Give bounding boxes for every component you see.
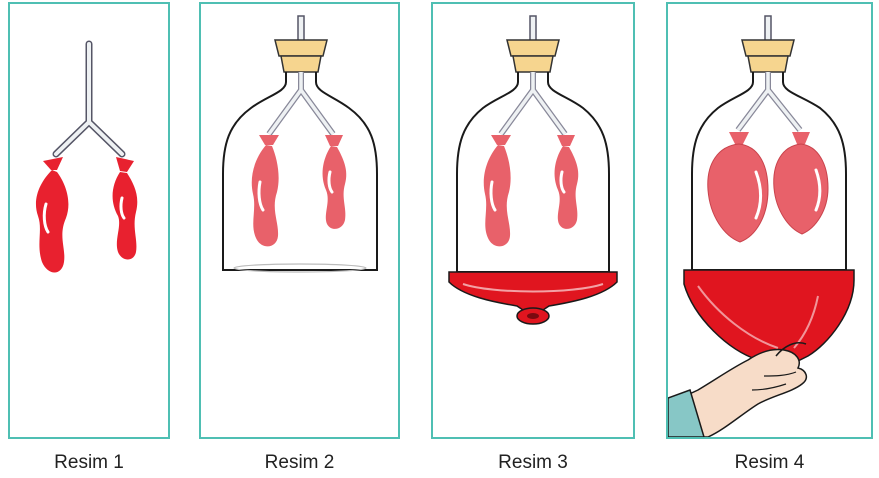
caption-resim-4: Resim 4 [734,452,805,473]
apparatus-bell-jar [222,15,378,273]
caption-resim-2: Resim 2 [264,452,335,473]
glass-tube-top [529,15,537,43]
y-tube [498,72,568,136]
y-tube [266,72,336,136]
right-balloon-deflated [112,157,138,260]
hand [668,342,808,437]
rubber-membrane-pulled [683,269,855,365]
right-balloon-deflated [322,135,347,229]
caption-resim-3: Resim 3 [498,452,568,473]
y-tube [735,72,803,132]
panel-resim-2 [199,2,400,439]
apparatus-bell-jar-pulled [668,15,855,437]
apparatus-y-tube [35,40,138,273]
cork-stopper [741,39,795,73]
y-tube [52,40,126,158]
cork-stopper [506,39,560,73]
caption-resim-1: Resim 1 [54,452,124,473]
right-balloon-deflated [554,135,579,229]
jar-outline [456,72,610,273]
left-balloon-deflated [251,135,279,247]
jar-outline [222,72,378,271]
apparatus-bell-jar-membrane [448,15,618,325]
cork-stopper [274,39,328,73]
panel-resim-4 [666,2,873,439]
glass-tube-top [764,15,772,43]
left-balloon-deflated [483,135,511,247]
left-balloon-deflated [35,157,69,273]
rubber-membrane [448,271,618,325]
sleeve [668,389,705,437]
right-balloon-inflated [773,132,829,235]
panel-resim-1 [8,2,170,439]
panel-resim-3 [431,2,635,439]
left-balloon-inflated [707,132,769,243]
glass-tube-top [297,15,305,43]
